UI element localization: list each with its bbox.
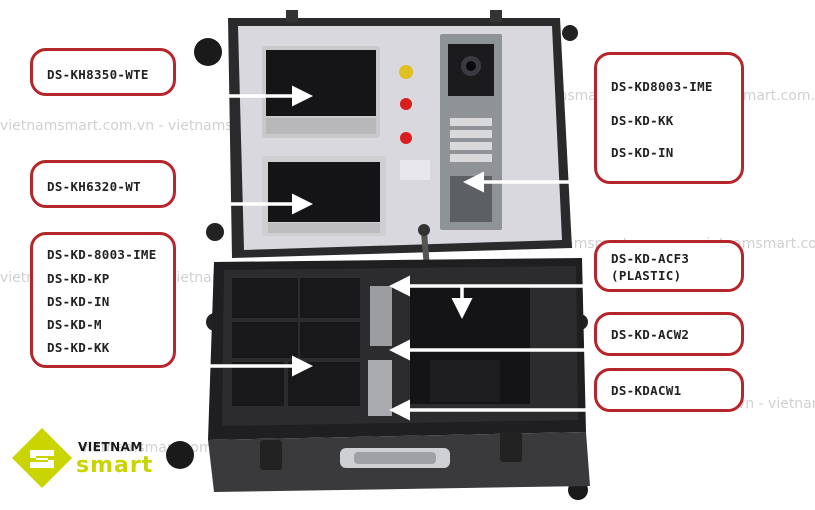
label-ds-kd-acw2: DS-KD-ACW2 xyxy=(594,312,744,356)
label-ds-kh6320-wt: DS-KH6320-WT xyxy=(30,160,176,208)
logo-text-top: VIETNAM xyxy=(78,440,143,454)
logo-text-bottom: smart xyxy=(76,453,154,478)
label-left-module-list: DS-KD-8003-IME DS-KD-KP DS-KD-IN DS-KD-M… xyxy=(30,232,176,368)
vietnam-smart-logo: VIETNAM smart xyxy=(10,426,170,490)
label-ds-kh8350-wte: DS-KH8350-WTE xyxy=(30,48,176,96)
label-right-door-station-list: DS-KD8003-IME DS-KD-KK DS-KD-IN xyxy=(594,52,744,184)
label-ds-kd-acf3: DS-KD-ACF3 (PLASTIC) xyxy=(594,240,744,292)
label-ds-kdacw1: DS-KDACW1 xyxy=(594,368,744,412)
